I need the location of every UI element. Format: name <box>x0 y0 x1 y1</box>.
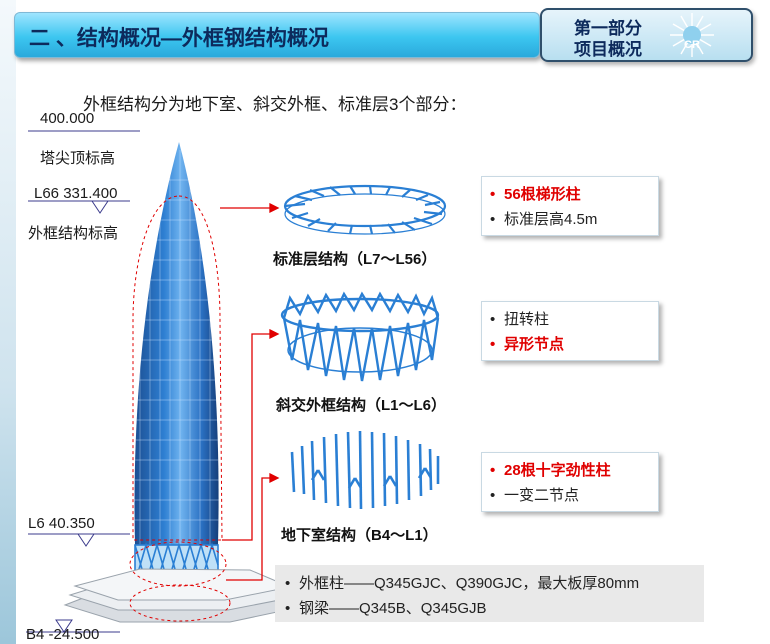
diagrid-frame-ring-icon <box>280 291 440 382</box>
spire-note: 塔尖顶标高 <box>40 150 116 167</box>
caption-basement: 地下室结构（B4～L1） <box>281 527 438 544</box>
info-line: •扭转柱 <box>490 311 550 328</box>
section-badge: 第一部分 项目概况 CR <box>540 8 753 62</box>
caption-standard-floor: 标准层结构（L7～L56） <box>273 251 437 268</box>
info-line: •标准层高4.5m <box>490 211 598 228</box>
l66-note: 外框结构标高 <box>28 225 119 242</box>
arrow-head-standard <box>269 202 280 214</box>
company-logo-icon: CR <box>670 13 714 57</box>
section-label-part: 第一部分 <box>574 19 642 38</box>
info-line: •56根梯形柱 <box>490 186 581 203</box>
tower-body <box>134 142 219 545</box>
info-box-diagrid-frame: •扭转柱 •异形节点 <box>481 301 659 361</box>
caption-diagrid-frame: 斜交外框结构（L1～L6） <box>276 397 447 414</box>
arrow-head-basement <box>269 472 280 484</box>
info-line: •一变二节点 <box>490 487 580 504</box>
logo-text: CR <box>684 39 700 51</box>
info-box-standard-floor: •56根梯形柱 •标准层高4.5m <box>481 176 659 236</box>
left-background-strip <box>0 0 16 644</box>
basement-column-ring-icon <box>290 430 440 510</box>
info-line: •异形节点 <box>490 336 565 353</box>
l6-elevation-label: L6 40.350 <box>28 515 95 532</box>
highlight-outlines <box>129 195 231 622</box>
intro-text: 外框结构分为地下室、斜交外框、标准层3个部分： <box>83 95 467 114</box>
connector-arrows <box>220 202 280 581</box>
spire-elevation-label: 400.000 <box>40 110 95 127</box>
material-line-columns: •外框柱——Q345GJC、Q390GJC，最大板厚80mm <box>285 575 640 592</box>
arrow-head-diagrid <box>269 328 280 340</box>
page-title: 二 、结构概况—外框钢结构概况 <box>29 27 329 50</box>
podium-plates <box>63 568 312 623</box>
elevation-markers <box>26 130 140 633</box>
info-box-basement: •28根十字劲性柱 •一变二节点 <box>481 452 659 512</box>
material-line-beams: •钢梁——Q345B、Q345GJB <box>285 600 487 617</box>
info-line: •28根十字劲性柱 <box>490 462 611 479</box>
slide-header-bar: 二 、结构概况—外框钢结构概况 <box>14 12 540 58</box>
materials-box: •外框柱——Q345GJC、Q390GJC，最大板厚80mm •钢梁——Q345… <box>275 565 704 622</box>
standard-floor-ring-icon <box>283 184 447 235</box>
b4-elevation-label: B4 -24.500 <box>26 626 100 643</box>
section-label-name: 项目概况 <box>574 40 642 59</box>
l66-elevation-label: L66 331.400 <box>34 185 118 202</box>
